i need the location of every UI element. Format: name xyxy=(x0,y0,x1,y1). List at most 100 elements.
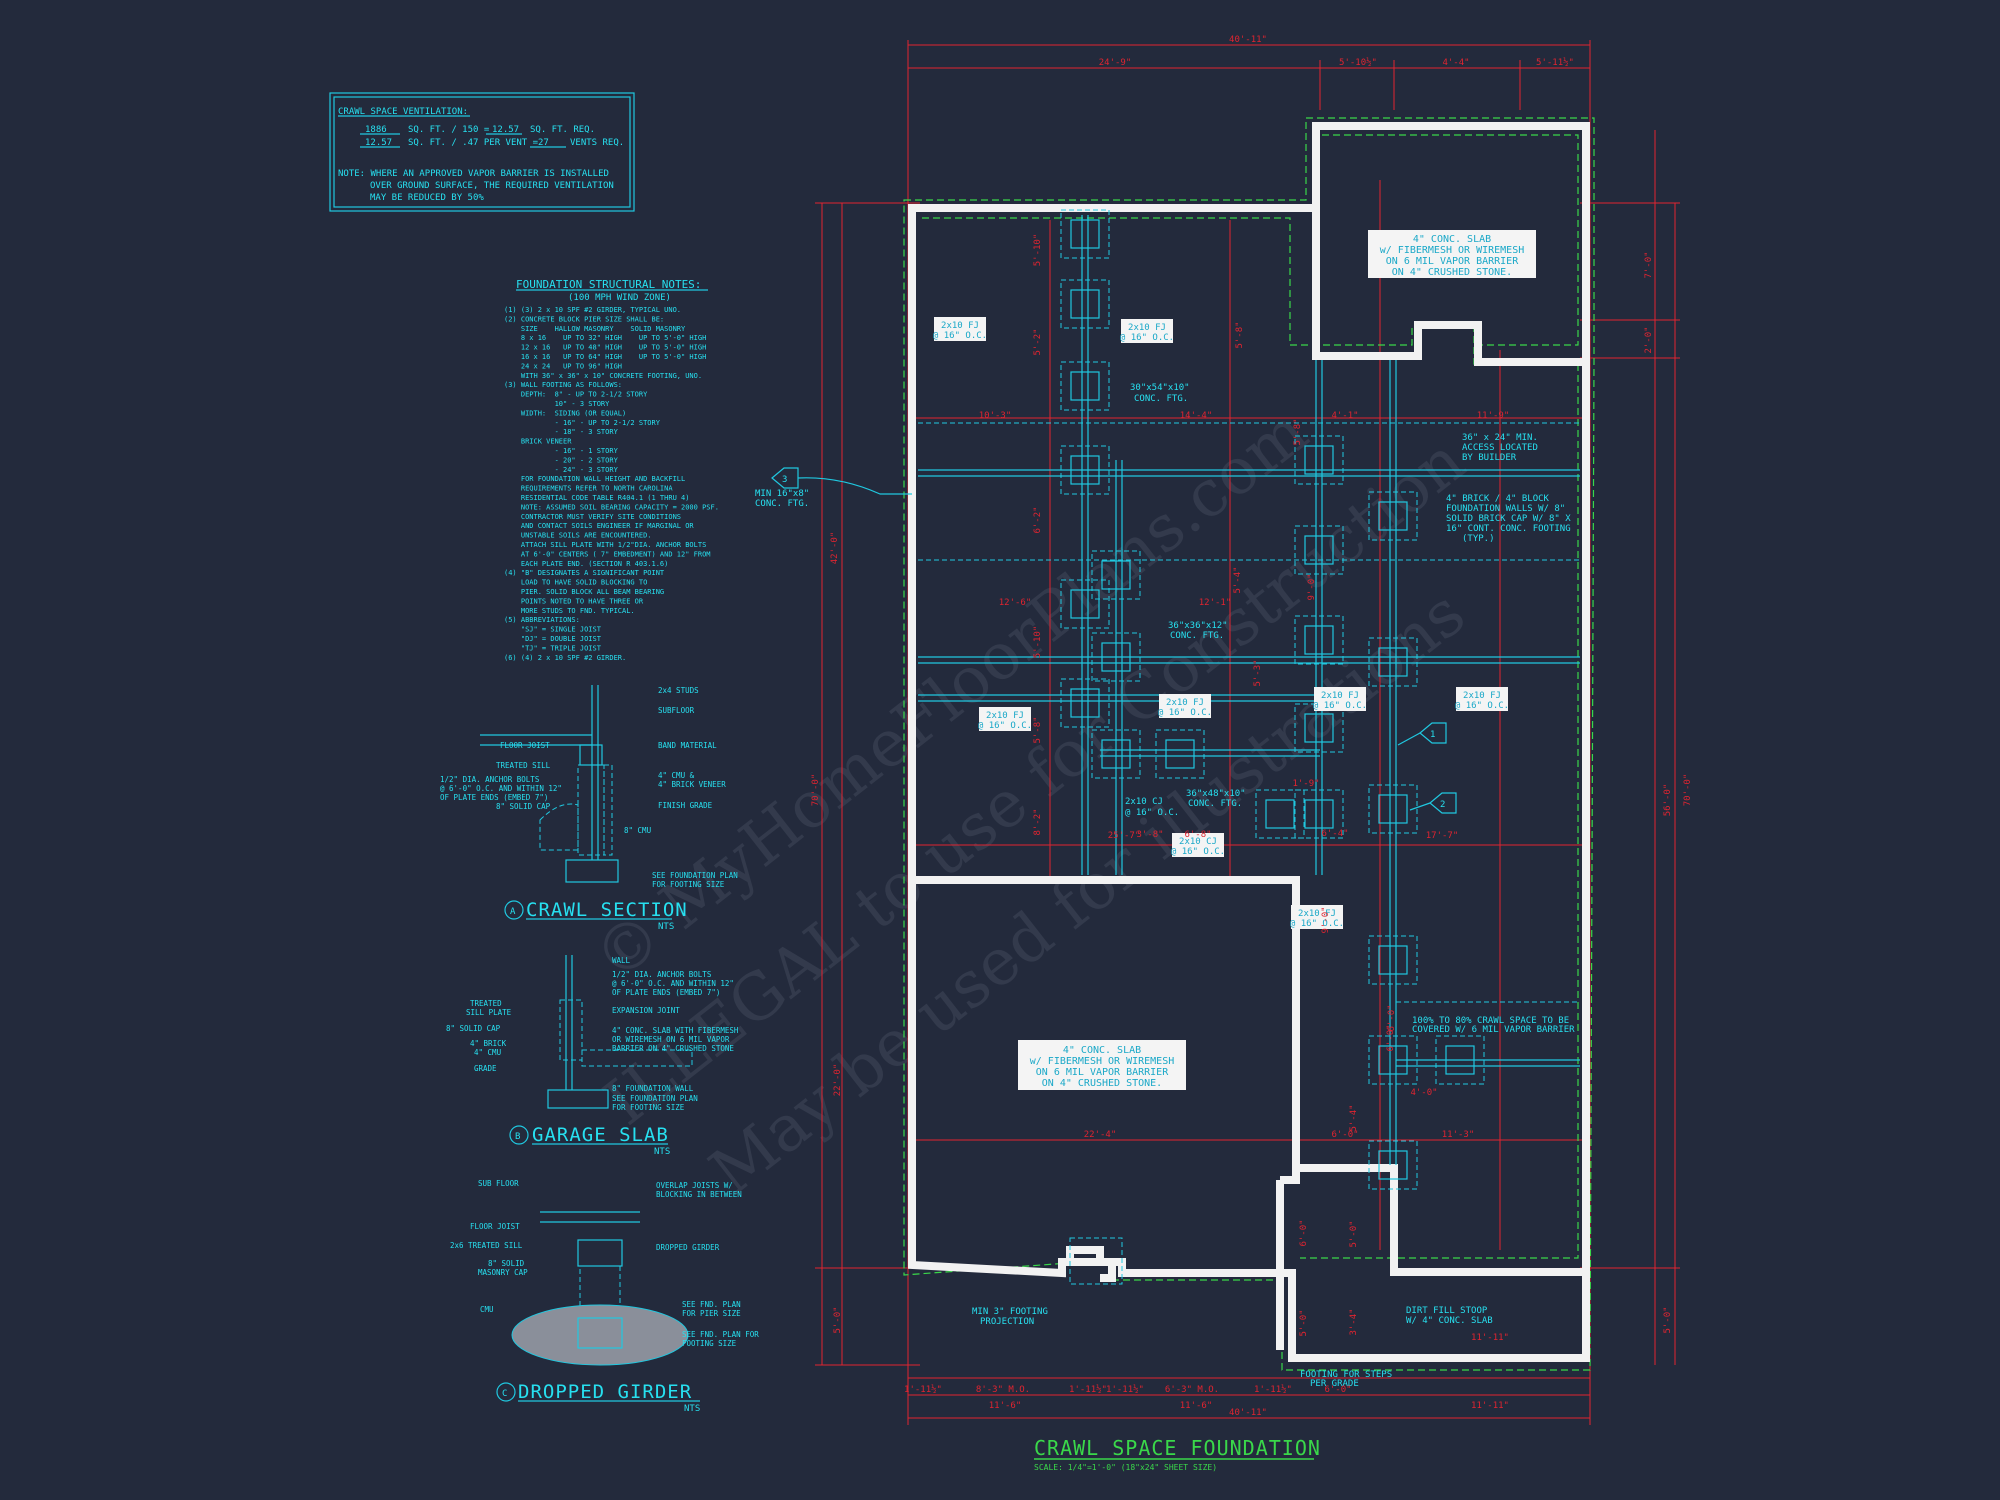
dim-top: 5'-10½" xyxy=(1339,57,1377,68)
dim-inner: 5'-4" xyxy=(1349,1104,1359,1131)
pier xyxy=(1165,739,1195,769)
joist-label-line-2: @ 16" O.C. xyxy=(1455,701,1509,711)
notes-line: WITH 36" x 36" x 10" CONCRETE FOOTING, U… xyxy=(504,372,702,380)
dim-top: 4'-4" xyxy=(1442,58,1469,68)
dim-inner: 1'-9" xyxy=(1292,779,1319,789)
pier xyxy=(1304,535,1334,565)
dim-inner: 5'-3" xyxy=(1253,659,1263,686)
notes-line: AND CONTACT SOILS ENGINEER IF MARGINAL O… xyxy=(504,522,694,530)
pier xyxy=(1101,739,1131,769)
dim-bottom: 1'-11½" xyxy=(1254,1384,1292,1395)
dim-inner: 25'-7" xyxy=(1108,831,1141,841)
notes-line: 16 x 16 UP TO 64" HIGH UP TO 5'-0" HIGH xyxy=(504,353,706,361)
dim-inner: 4'-1" xyxy=(1331,411,1358,421)
section-c-label: FLOOR JOIST xyxy=(470,1222,520,1231)
joist-label-line-1: 2x10 FJ xyxy=(1298,909,1336,919)
section-a-scale: NTS xyxy=(658,922,674,932)
callout-cj: 2x10 CJ xyxy=(1125,797,1163,807)
garage-slab-note: 4" CONC. SLAB w/ FIBERMESH OR WIREMESH O… xyxy=(1018,1040,1186,1090)
section-b-label: EXPANSION JOINT xyxy=(612,1006,680,1015)
section-c-label: FOR PIER SIZE xyxy=(682,1309,741,1318)
pier xyxy=(1070,371,1100,401)
top-slab-line-2: w/ FIBERMESH OR WIREMESH xyxy=(1380,245,1525,256)
vent-note-3: MAY BE REDUCED BY 50% xyxy=(370,193,484,203)
dim-inner: 11'-11" xyxy=(1471,1333,1509,1343)
dim-right: 5'-0" xyxy=(1663,1306,1673,1333)
section-b-letter: B xyxy=(515,1132,520,1142)
section-b-label: 1/2" DIA. ANCHOR BOLTS xyxy=(612,970,712,979)
dim-inner: 5'-10" xyxy=(1033,626,1043,659)
section-a-marker xyxy=(504,900,524,920)
callout-ftg30: CONC. FTG. xyxy=(1134,394,1188,404)
section-b-label: 4" BRICK xyxy=(470,1039,507,1048)
notes-line: UNSTABLE SOILS ARE ENCOUNTERED. xyxy=(504,532,652,540)
dim-inner: 6'-8" xyxy=(1184,830,1211,840)
pier-footing xyxy=(1368,1035,1418,1085)
callout-proj: PROJECTION xyxy=(980,1317,1034,1327)
section-c-label: 2x6 TREATED SILL xyxy=(450,1241,523,1250)
callout-block: SOLID BRICK CAP W/ 8" X xyxy=(1446,514,1571,524)
section-a-label: OF PLATE ENDS (EMBED 7") xyxy=(440,793,548,802)
notes-line: AT 6'-0" CENTERS ( 7" EMBEDMENT) AND 12"… xyxy=(504,550,711,558)
joist-label-line-1: 2x10 FJ xyxy=(1166,698,1204,708)
callout-ftg36: 36"x36"x12" xyxy=(1168,621,1228,631)
tag-2: 2 xyxy=(1409,792,1457,814)
notes-line: - 16" - UP TO 2-1/2 STORY xyxy=(504,419,661,427)
dim-inner: 11'-9" xyxy=(1477,411,1510,421)
callout-vapor: COVERED W/ 6 MIL VAPOR BARRIER xyxy=(1412,1025,1575,1035)
plan-scale: SCALE: 1/4"=1'-0" (18"x24" SHEET SIZE) xyxy=(1034,1463,1217,1472)
pier xyxy=(1070,219,1100,249)
notes-line: (3) WALL FOOTING AS FOLLOWS: xyxy=(504,381,622,389)
dim-bottom: 6'-0" xyxy=(1324,1385,1351,1395)
section-a-label: FLOOR JOIST xyxy=(500,741,550,750)
dim-right: 7'-0" xyxy=(1644,251,1654,278)
callout-block: 4" BRICK / 4" BLOCK xyxy=(1446,494,1550,504)
notes-line: (1) (3) 2 x 10 SPF #2 GIRDER, TYPICAL UN… xyxy=(504,306,681,314)
callout-access: 36" x 24" MIN. xyxy=(1462,433,1538,443)
vent-sqft: 1886 xyxy=(365,125,387,135)
dim-bottom: 11'-6" xyxy=(989,1401,1022,1411)
pier-footing xyxy=(1091,729,1141,779)
dim-right: 2'-0" xyxy=(1644,326,1654,353)
notes-line: "SJ" = SINGLE JOIST xyxy=(504,626,602,634)
section-c-label: FOOTING SIZE xyxy=(682,1339,737,1348)
callout-access: BY BUILDER xyxy=(1462,453,1517,463)
pier xyxy=(1378,794,1408,824)
top-slab-line-4: ON 4" CRUSHED STONE. xyxy=(1392,267,1512,278)
ventilation-title: CRAWL SPACE VENTILATION: xyxy=(338,107,468,117)
notes-line: RESIDENTIAL CODE TABLE R404.1 (1 THRU 4) xyxy=(504,494,689,502)
notes-line: "TJ" = TRIPLE JOIST xyxy=(504,644,602,652)
tag-3: 3 xyxy=(771,467,912,495)
notes-lines: (1) (3) 2 x 10 SPF #2 GIRDER, TYPICAL UN… xyxy=(504,306,719,662)
callout-steps: FOOTING FOR STEPS xyxy=(1300,1370,1392,1380)
pier xyxy=(1304,713,1334,743)
section-a-label: @ 6'-0" O.C. AND WITHIN 12" xyxy=(440,784,562,793)
vent-div47: SQ. FT. / .47 PER VENT = xyxy=(408,138,539,148)
pier xyxy=(1304,445,1334,475)
joist-labels: 2x10 FJ@ 16" O.C.2x10 FJ@ 16" O.C.2x10 F… xyxy=(933,317,1509,929)
plan-callouts: 30"x54"x10"CONC. FTG.36"x36"x12"CONC. FT… xyxy=(755,383,1575,1389)
notes-line: CONTRACTOR MUST VERIFY SITE CONDITIONS xyxy=(504,513,681,521)
notes-line: PIER. SOLID BLOCK ALL BEAM BEARING xyxy=(504,588,664,596)
joist-label-line-1: 2x10 FJ xyxy=(1321,691,1359,701)
section-c-scale: NTS xyxy=(684,1404,700,1414)
section-c-label: SUB FLOOR xyxy=(478,1179,519,1188)
notes-line: SIZE HALLOW MASONRY SOLID MASONRY xyxy=(504,325,686,333)
garage-slab-line-1: 4" CONC. SLAB xyxy=(1063,1045,1141,1056)
callout-block: 16" CONT. CONC. FOOTING xyxy=(1446,524,1571,534)
pier-footing xyxy=(1294,435,1344,485)
pier xyxy=(1070,688,1100,718)
section-b-label: OR WIREMESH ON 6 MIL VAPOR xyxy=(612,1035,730,1044)
section-a-label: 4" BRICK VENEER xyxy=(658,780,726,789)
tag-1-text: 1 xyxy=(1430,730,1435,740)
dim-bottom: 11'-11" xyxy=(1471,1401,1509,1411)
notes-line: MORE STUDS TO FND. TYPICAL. xyxy=(504,607,635,615)
section-a-label: 8" CMU xyxy=(624,826,651,835)
joist-label-box xyxy=(1172,833,1224,857)
garage-slab-line-2: w/ FIBERMESH OR WIREMESH xyxy=(1030,1056,1175,1067)
section-c-title: DROPPED GIRDER xyxy=(518,1381,692,1403)
section-c-label: OVERLAP JOISTS W/ xyxy=(656,1181,733,1190)
pier xyxy=(1378,945,1408,975)
